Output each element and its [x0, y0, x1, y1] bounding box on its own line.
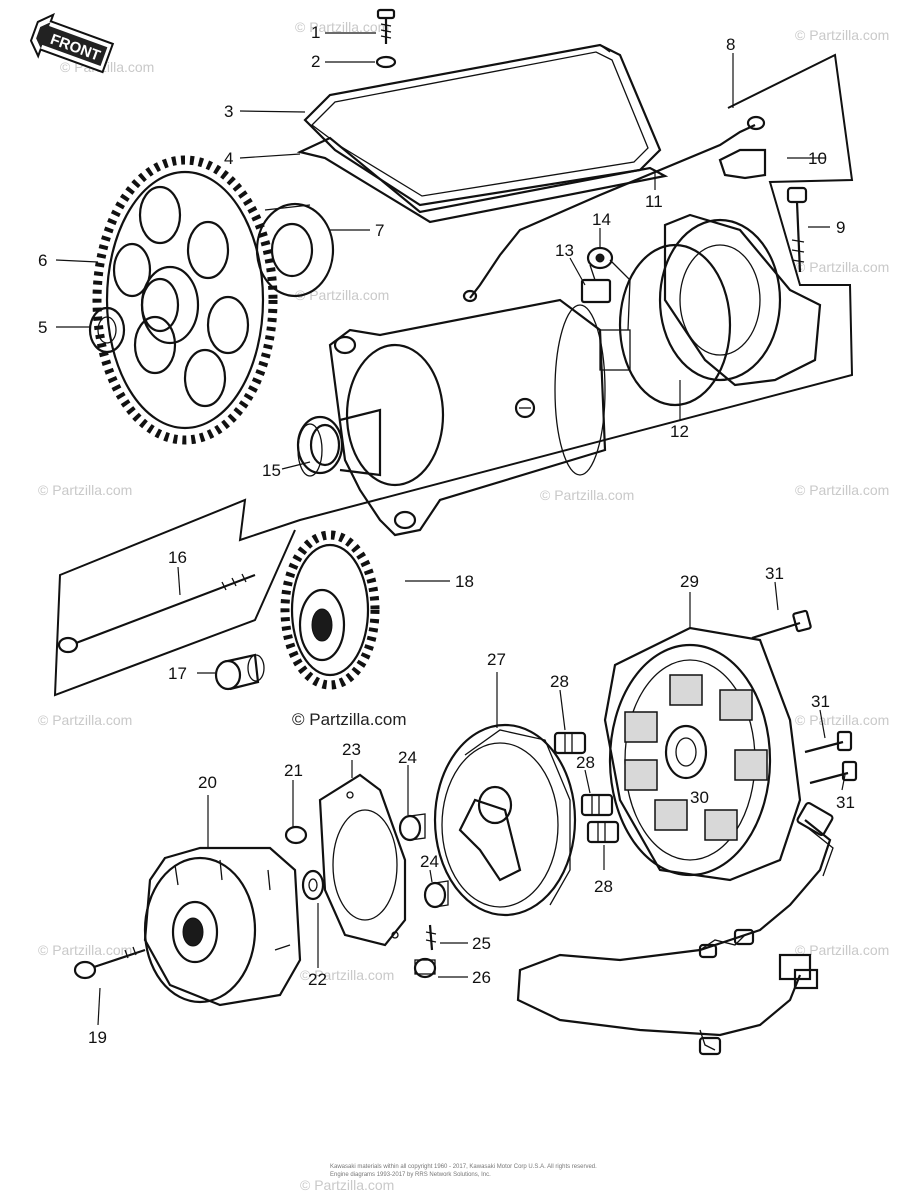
- watermark-text: © Partzilla.com: [795, 27, 889, 43]
- callout-23: 23: [342, 740, 361, 759]
- callout-3: 3: [224, 102, 233, 121]
- callout-29: 29: [680, 572, 699, 591]
- callout-10: 10: [808, 149, 827, 168]
- watermark-text: © Partzilla.com: [540, 487, 634, 503]
- part-screw-28b: [580, 793, 614, 817]
- watermark-text: © Partzilla.com: [38, 712, 132, 728]
- part-brush-holder-13: [580, 264, 612, 304]
- callout-15: 15: [262, 461, 281, 480]
- part-screw-28c: [586, 820, 620, 844]
- callout-28b: 28: [576, 753, 595, 772]
- part-starter-clutch-15: [296, 408, 382, 477]
- part-washer-22: [301, 869, 325, 901]
- watermark-text: © Partzilla.com: [38, 942, 132, 958]
- footer-line-1: Kawasaki materials within all copyright …: [330, 1164, 597, 1170]
- callout-5: 5: [38, 318, 47, 337]
- callout-19: 19: [88, 1028, 107, 1047]
- watermarks: © Partzilla.com © Partzilla.com © Partzi…: [38, 19, 889, 1193]
- callout-14: 14: [592, 210, 611, 229]
- part-cover-3: [303, 43, 662, 207]
- part-flywheel-27: [433, 723, 577, 917]
- part-circlip-5: [88, 306, 126, 354]
- footer-watermark: © Partzilla.com: [300, 1177, 394, 1193]
- watermark-text: © Partzilla.com: [38, 482, 132, 498]
- footer-line-2: Engine diagrams 1993-2017 by RRS Network…: [330, 1172, 491, 1178]
- part-rotor-20: [143, 846, 302, 1007]
- callout-9: 9: [836, 218, 845, 237]
- callout-31c: 31: [836, 793, 855, 812]
- part-stator-29: [603, 626, 802, 882]
- callout-31a: 31: [765, 564, 784, 583]
- part-gasket-23: [318, 773, 407, 947]
- part-starter-motor: [328, 298, 631, 537]
- watermark-text: © Partzilla.com: [795, 482, 889, 498]
- cable-terminal: [462, 289, 478, 303]
- callout-27: 27: [487, 650, 506, 669]
- part-bolt-31b: [804, 730, 853, 754]
- part-nut-26: [413, 957, 437, 979]
- part-bolt-19: [73, 946, 146, 980]
- callout-16: 16: [168, 548, 187, 567]
- cable-terminal: [746, 115, 766, 131]
- part-pin-21: [284, 825, 308, 845]
- part-oil-seal-7: [255, 202, 335, 298]
- callout-24a: 24: [398, 748, 417, 767]
- callout-21: 21: [284, 761, 303, 780]
- part-shaft-17: [214, 653, 265, 691]
- callout-22: 22: [308, 970, 327, 989]
- callout-28a: 28: [550, 672, 569, 691]
- part-cable-11: [469, 124, 756, 299]
- callout-13: 13: [555, 241, 574, 260]
- callout-26: 26: [472, 968, 491, 987]
- watermark-text: © Partzilla.com: [795, 259, 889, 275]
- callout-12: 12: [670, 422, 689, 441]
- callout-25: 25: [472, 934, 491, 953]
- callout-1: 1: [311, 23, 320, 42]
- callout-24b: 24: [420, 852, 439, 871]
- part-brush-14: [586, 246, 631, 331]
- callout-4: 4: [224, 149, 233, 168]
- callout-numbers: 1 2 3 4 5 6 7 8 9 10 11 12 13 14 15 16 1…: [38, 23, 855, 1047]
- callout-11: 11: [645, 192, 663, 211]
- callout-7: 7: [375, 221, 384, 240]
- callout-2: 2: [311, 52, 320, 71]
- part-gear-6: [92, 155, 278, 445]
- watermark-text: © Partzilla.com: [795, 712, 889, 728]
- part-idler-gear-18: [280, 530, 380, 690]
- callout-6: 6: [38, 251, 47, 270]
- part-bolt-9: [786, 186, 808, 273]
- part-dowel-24a: [398, 813, 426, 842]
- watermark-text: © Partzilla.com: [300, 967, 394, 983]
- callout-28c: 28: [594, 877, 613, 896]
- part-screw-28a: [553, 731, 587, 755]
- callout-31b: 31: [811, 692, 830, 711]
- part-bolt-31c: [809, 760, 858, 785]
- watermark-text: © Partzilla.com: [295, 19, 389, 35]
- callout-30: 30: [690, 788, 709, 807]
- part-long-bolt-16: [57, 573, 256, 654]
- starter-group-border: [53, 53, 854, 697]
- part-screw-25: [425, 924, 437, 951]
- leader-lines: [55, 32, 846, 1026]
- callout-18: 18: [455, 572, 474, 591]
- part-bolt-31a: [751, 609, 812, 640]
- part-screw-1: [376, 8, 396, 44]
- part-washer-2: [375, 55, 397, 69]
- watermark-text: © Partzilla.com: [795, 942, 889, 958]
- callout-20: 20: [198, 773, 217, 792]
- callout-17: 17: [168, 664, 187, 683]
- part-end-cover: [658, 213, 822, 387]
- part-wiring-harness: [516, 801, 834, 1056]
- part-dowel-24b: [423, 880, 449, 909]
- front-arrow-icon: FRONT: [29, 12, 115, 74]
- part-o-ring-12: [618, 243, 732, 407]
- part-fitting-10: [718, 148, 767, 180]
- watermark-text: © Partzilla.com: [295, 287, 389, 303]
- callout-8: 8: [726, 35, 735, 54]
- copyright-text: © Partzilla.com: [292, 710, 407, 729]
